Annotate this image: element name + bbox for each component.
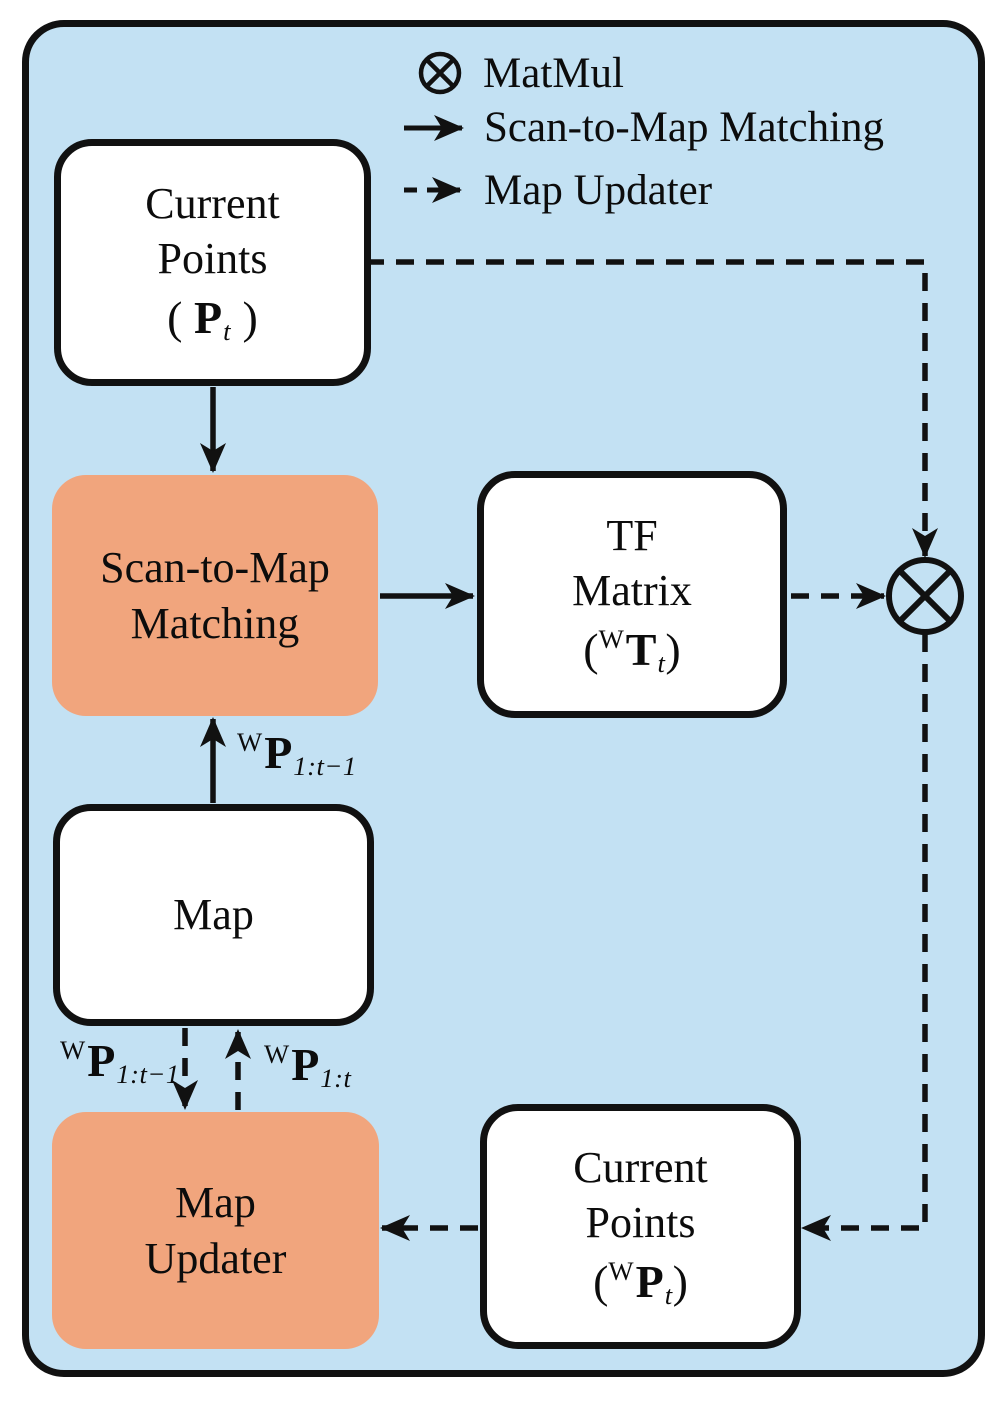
node-formula: (WPt) bbox=[593, 1255, 688, 1311]
node-line: Matching bbox=[130, 598, 300, 648]
edge-label-map-updater-to-map: WP1:t bbox=[264, 1039, 352, 1094]
node-line: Current bbox=[145, 179, 280, 229]
edge-current-points-to-matmul bbox=[366, 259, 938, 558]
legend-label-scan-to-map: Scan-to-Map Matching bbox=[484, 104, 885, 151]
node-line: Updater bbox=[144, 1233, 287, 1283]
node-line: Map bbox=[173, 890, 254, 940]
node-scan-to-map-matching: Scan-to-Map Matching bbox=[52, 475, 378, 716]
node-current-points-top: Current Points ( Pt ) bbox=[54, 139, 371, 386]
node-current-points-world: Current Points (WPt) bbox=[480, 1104, 801, 1349]
edge-label-map-to-scan-matching: WP1:t−1 bbox=[237, 727, 357, 782]
node-map: Map bbox=[53, 804, 374, 1026]
edge-label-map-to-map-updater: WP1:t−1 bbox=[60, 1035, 180, 1090]
node-line: Map bbox=[175, 1178, 256, 1228]
legend-label-matmul: MatMul bbox=[483, 50, 624, 97]
node-line: Points bbox=[585, 1198, 696, 1248]
node-tf-matrix: TF Matrix (WTt) bbox=[477, 471, 787, 718]
legend-label-map-updater: Map Updater bbox=[484, 167, 713, 214]
node-formula: ( Pt ) bbox=[167, 291, 258, 347]
node-map-updater: Map Updater bbox=[52, 1112, 379, 1349]
node-line: TF bbox=[606, 511, 658, 561]
edge-matmul-to-world-points bbox=[801, 634, 928, 1241]
node-line: Points bbox=[157, 234, 268, 284]
node-line: Current bbox=[573, 1143, 708, 1193]
matmul-otimes-icon bbox=[418, 51, 462, 95]
node-line: Scan-to-Map bbox=[100, 543, 330, 593]
node-formula: (WTt) bbox=[583, 623, 681, 679]
matmul-node-icon bbox=[886, 557, 964, 635]
node-line: Matrix bbox=[572, 566, 692, 616]
